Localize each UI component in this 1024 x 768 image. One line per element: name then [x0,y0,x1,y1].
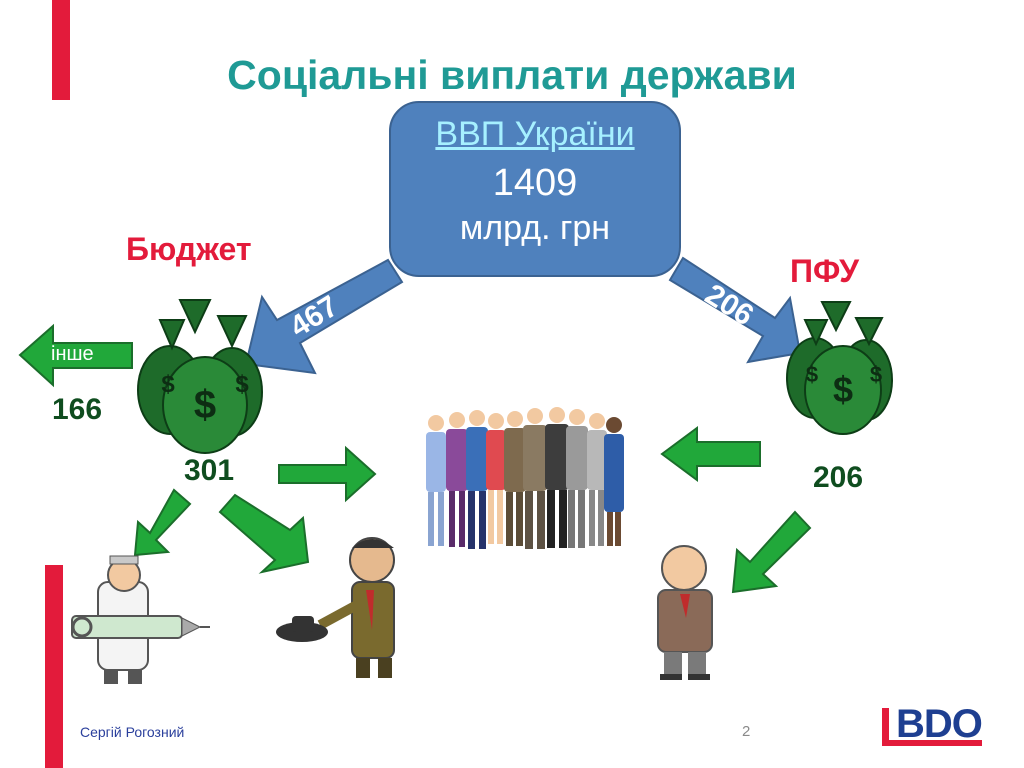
svg-text:$: $ [161,371,175,398]
arrow-gdp-to-budget: 467 [244,258,404,375]
arrow-pfu-to-people [660,426,761,482]
arrow-budget-to-beggar [218,493,310,574]
budget-label: Бюджет [126,231,252,267]
other-amount: 166 [52,393,103,426]
arrow-budget-to-people [278,445,377,503]
svg-text:$: $ [870,362,882,387]
other-label: інше [51,343,94,365]
arrow-pfu-to-pensioner [731,510,812,594]
beggar-with-hat-icon [276,537,395,678]
pfu-amount: 206 [813,461,864,494]
gdp-box: ВВП України 1409 млрд. грн [389,101,681,277]
svg-text:$: $ [235,371,249,398]
red-accent-bar-top [52,0,70,100]
author-name: Сергій Рогозний [80,724,185,740]
doctor-syringe-icon [71,555,210,684]
svg-text:$: $ [833,369,853,410]
page-number: 2 [742,723,751,740]
gdp-unit: млрд. грн [459,209,611,247]
gdp-title[interactable]: ВВП України [435,115,635,153]
budget-amount: 301 [184,454,235,487]
people-group-icon [426,407,624,549]
red-accent-bar-bottom [45,565,63,768]
arrow-other-out [18,323,133,388]
bdo-logo-text: BDO [896,702,983,746]
bdo-logo-mark [882,708,982,746]
arrow-gdp-to-pfu: 206 [668,256,802,364]
svg-text:$: $ [194,383,216,427]
page-title: Соціальні виплати держави [227,52,797,98]
money-bag-pfu-icon: $ $ $ [786,301,893,435]
gdp-value: 1409 [492,162,578,204]
money-bag-budget-icon: $ $ $ [137,299,263,454]
pensioner-icon [657,545,713,680]
pfu-label: ПФУ [790,253,859,289]
arrow-budget-to-doctor [133,488,192,557]
svg-text:$: $ [806,362,818,387]
